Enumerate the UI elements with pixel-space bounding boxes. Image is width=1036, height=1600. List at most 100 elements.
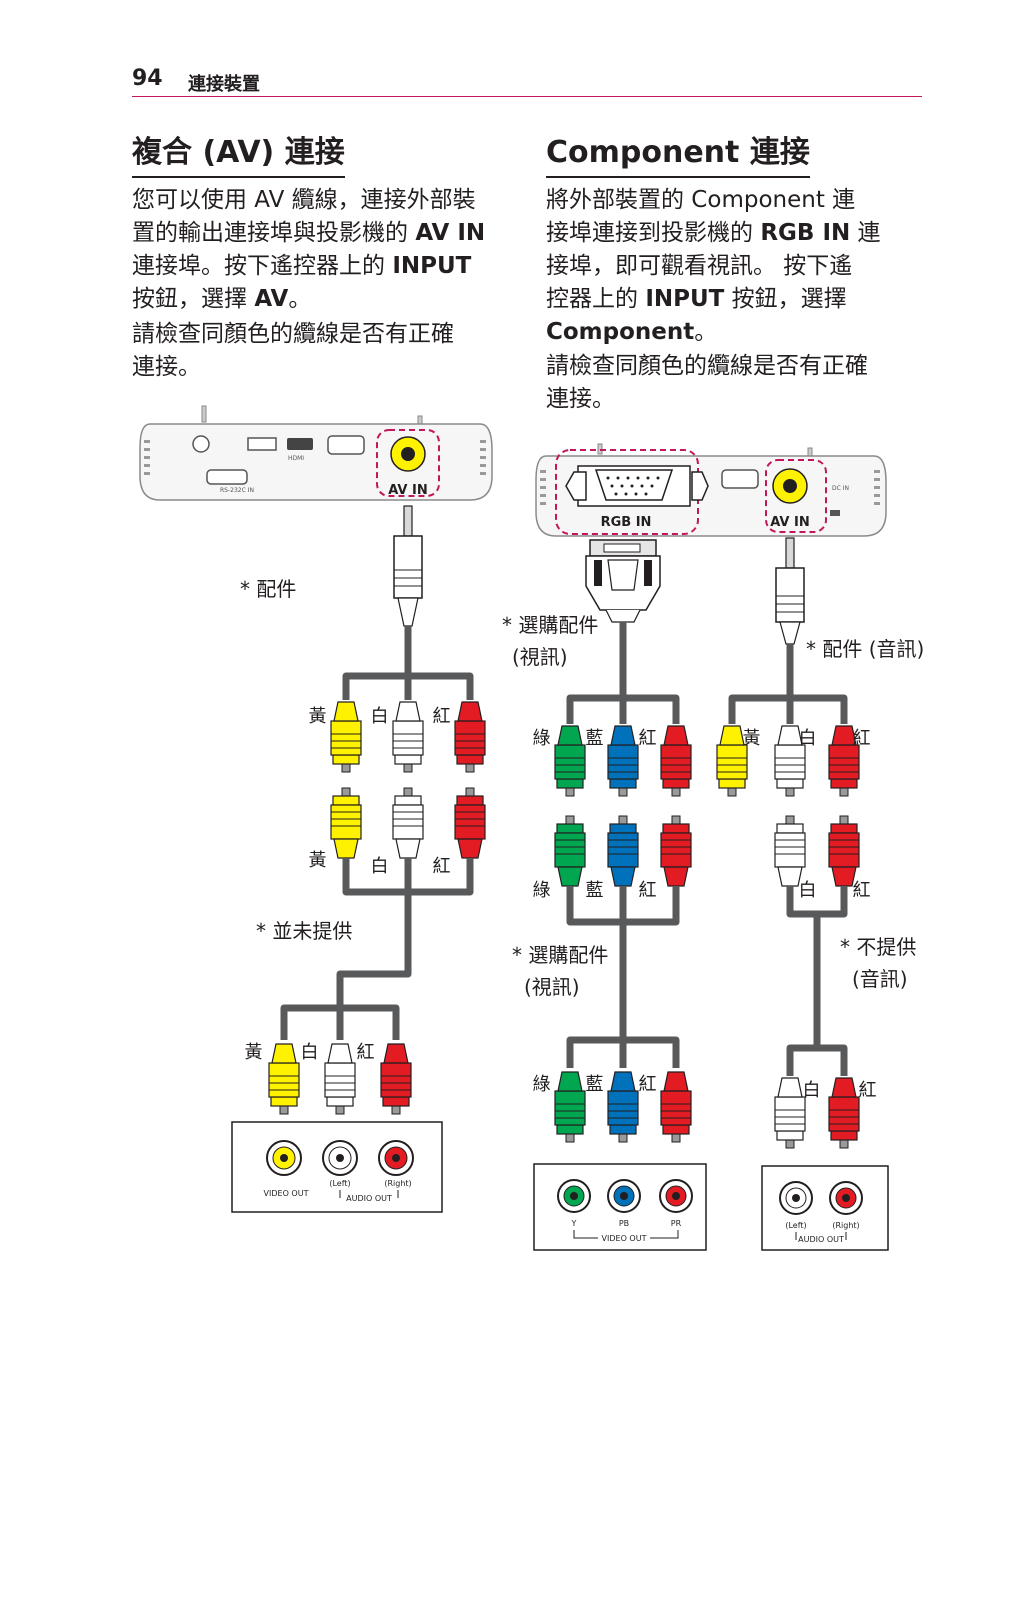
left-hdmi-label: HDMI [288, 455, 304, 462]
right-p1-text-f: 按鈕，選擇 [724, 286, 847, 312]
right-title: Component 連接 [546, 134, 810, 178]
left-av-device: VIDEO OUT (Left) (Right) AUDIO OUT [231, 1121, 443, 1213]
right-row2-blue-label: 藍 [583, 880, 604, 898]
right-vga-plug [585, 539, 661, 623]
right-audio-row-1: 黃 白 紅 [717, 726, 871, 796]
right-dc-in-label: DC IN [832, 485, 849, 492]
left-rca-row-2: 黃 白 紅 [306, 787, 486, 874]
right-p1-component: Component [546, 319, 695, 345]
right-rs232c-port-icon [721, 469, 759, 489]
right-paragraph-1: 將外部裝置的 Component 連 接埠連接到投影機的 RGB IN 連 接埠… [546, 184, 926, 349]
right-p2-text-b: 連接。 [546, 386, 615, 412]
right-row3-blue-label: 藍 [583, 1074, 604, 1092]
right-p1-text-d: 接埠，即可觀看視訊。 按下遙 [546, 253, 853, 279]
left-row1-white-label: 白 [368, 706, 389, 724]
left-right-label: (Right) [384, 1179, 411, 1188]
right-component-device: Y PB PR VIDEO OUT [533, 1163, 707, 1251]
left-p1-input: INPUT [392, 253, 472, 279]
left-p1-avin: AV IN [415, 220, 486, 246]
left-paragraph-1: 您可以使用 AV 纜線，連接外部裝 置的輸出連接埠與投影機的 AV IN 連接埠… [132, 184, 512, 316]
right-note-not-provided: * 不提供 [840, 935, 916, 959]
left-rs232c-label: RS-232C IN [220, 487, 254, 494]
right-row3-green-label: 綠 [530, 1074, 551, 1093]
right-p1-text-a: 將外部裝置的 Component 連 [546, 187, 856, 213]
left-paragraph-2: 請檢查同顏色的纜線是否有正確 連接。 [132, 318, 512, 384]
right-row2-green-label: 綠 [530, 880, 551, 899]
left-note-not-provided: * 並未提供 [256, 919, 352, 943]
right-p1-rgbin: RGB IN [760, 220, 851, 246]
right-vga-port-icon [594, 469, 674, 501]
right-audio2-red-label: 紅 [850, 880, 871, 898]
left-video-out-label: VIDEO OUT [264, 1189, 309, 1198]
right-av-plug [775, 537, 805, 645]
left-row2-yellow-label: 黃 [306, 850, 327, 868]
page-section-title: 連接裝置 [188, 74, 260, 95]
left-p2-text-b: 連接。 [132, 354, 201, 380]
right-note-audio-paren: (音訊) [852, 967, 908, 991]
left-audio-jack-icon [192, 435, 210, 453]
right-paragraph-2: 請檢查同顏色的纜線是否有正確 連接。 [546, 350, 926, 416]
left-av-in-label: AV IN [388, 483, 427, 498]
right-row1-blue-label: 藍 [583, 728, 604, 746]
right-component-row-1: 綠 藍 紅 [530, 726, 692, 796]
left-av-plug [393, 505, 423, 627]
left-row3-white-label: 白 [298, 1042, 319, 1060]
page-number: 94 [132, 66, 163, 91]
right-note-optional-video-2: * 選購配件 [512, 943, 608, 967]
left-p1-av: AV [254, 286, 289, 312]
right-audio1-white-label: 白 [796, 728, 817, 746]
right-audio-device: (Left) (Right) AUDIO OUT [761, 1165, 889, 1251]
right-pr-label: PR [671, 1219, 682, 1228]
left-rca-row-1: 黃 白 紅 [306, 702, 486, 772]
right-row3-red-label: 紅 [636, 1074, 657, 1092]
right-audio1-red-label: 紅 [850, 728, 871, 746]
left-rs232c-port-icon [206, 469, 248, 485]
right-p1-text-c: 連 [850, 220, 881, 246]
right-p2-text-a: 請檢查同顏色的纜線是否有正確 [546, 353, 868, 379]
right-p1-period: 。 [694, 319, 718, 345]
left-row1-red-label: 紅 [430, 706, 451, 724]
right-component-row-3: 綠 藍 紅 [530, 1072, 692, 1142]
right-note-video-paren: (視訊) [512, 645, 568, 669]
right-right-label: (Right) [832, 1221, 859, 1230]
left-hdmi-port-icon [287, 438, 313, 450]
left-row3-yellow-label: 黃 [242, 1042, 263, 1060]
right-note-optional-video: * 選購配件 [502, 613, 598, 637]
left-title: 複合 (AV) 連接 [132, 134, 345, 178]
right-audio-out-label: AUDIO OUT [798, 1235, 844, 1244]
left-rca-row-3: 黃 白 紅 [242, 1042, 412, 1114]
right-component-row-2: 綠 藍 紅 [530, 815, 692, 899]
left-left-label: (Left) [329, 1179, 350, 1188]
right-p1-text-b: 接埠連接到投影機的 [546, 220, 761, 246]
right-p1-text-e: 控器上的 [546, 286, 646, 312]
right-left-label: (Left) [785, 1221, 806, 1230]
right-pb-label: PB [619, 1219, 629, 1228]
left-p1-text-a: 您可以使用 AV 纜線，連接外部裝 [132, 187, 476, 213]
left-row2-red-label: 紅 [430, 856, 451, 874]
right-audio2-white-label: 白 [796, 880, 817, 898]
left-projector: HDMI RS-232C IN AV IN [139, 405, 493, 501]
right-row1-green-label: 綠 [530, 728, 551, 747]
right-note-accessory-audio: * 配件 (音訊) [806, 637, 924, 661]
left-p1-period: 。 [288, 286, 312, 312]
left-p1-text-d: 按鈕，選擇 [132, 286, 255, 312]
right-note-video-paren-2: (視訊) [524, 975, 580, 999]
left-note-accessory: * 配件 [240, 577, 296, 601]
right-rgb-in-label: RGB IN [601, 515, 652, 530]
left-p2-text-a: 請檢查同顏色的纜線是否有正確 [132, 321, 454, 347]
right-video-out-label: VIDEO OUT [602, 1234, 647, 1243]
left-row2-white-label: 白 [368, 856, 389, 874]
right-audio3-red-label: 紅 [856, 1080, 877, 1098]
left-p1-text-c: 連接埠。按下遙控器上的 [132, 253, 393, 279]
page-header: 94 連接裝置 [132, 62, 922, 97]
left-usb-port-icon [247, 437, 277, 451]
right-audio-row-2: 白 紅 [774, 815, 871, 898]
right-y-label: Y [571, 1219, 577, 1228]
right-row1-red-label: 紅 [636, 728, 657, 746]
right-projector: RGB IN AV IN DC IN [535, 443, 887, 537]
left-p1-text-b: 置的輸出連接埠與投影機的 [132, 220, 416, 246]
left-row1-yellow-label: 黃 [306, 706, 327, 724]
right-audio1-yellow-label: 黃 [740, 728, 761, 746]
right-row2-red-label: 紅 [636, 880, 657, 898]
